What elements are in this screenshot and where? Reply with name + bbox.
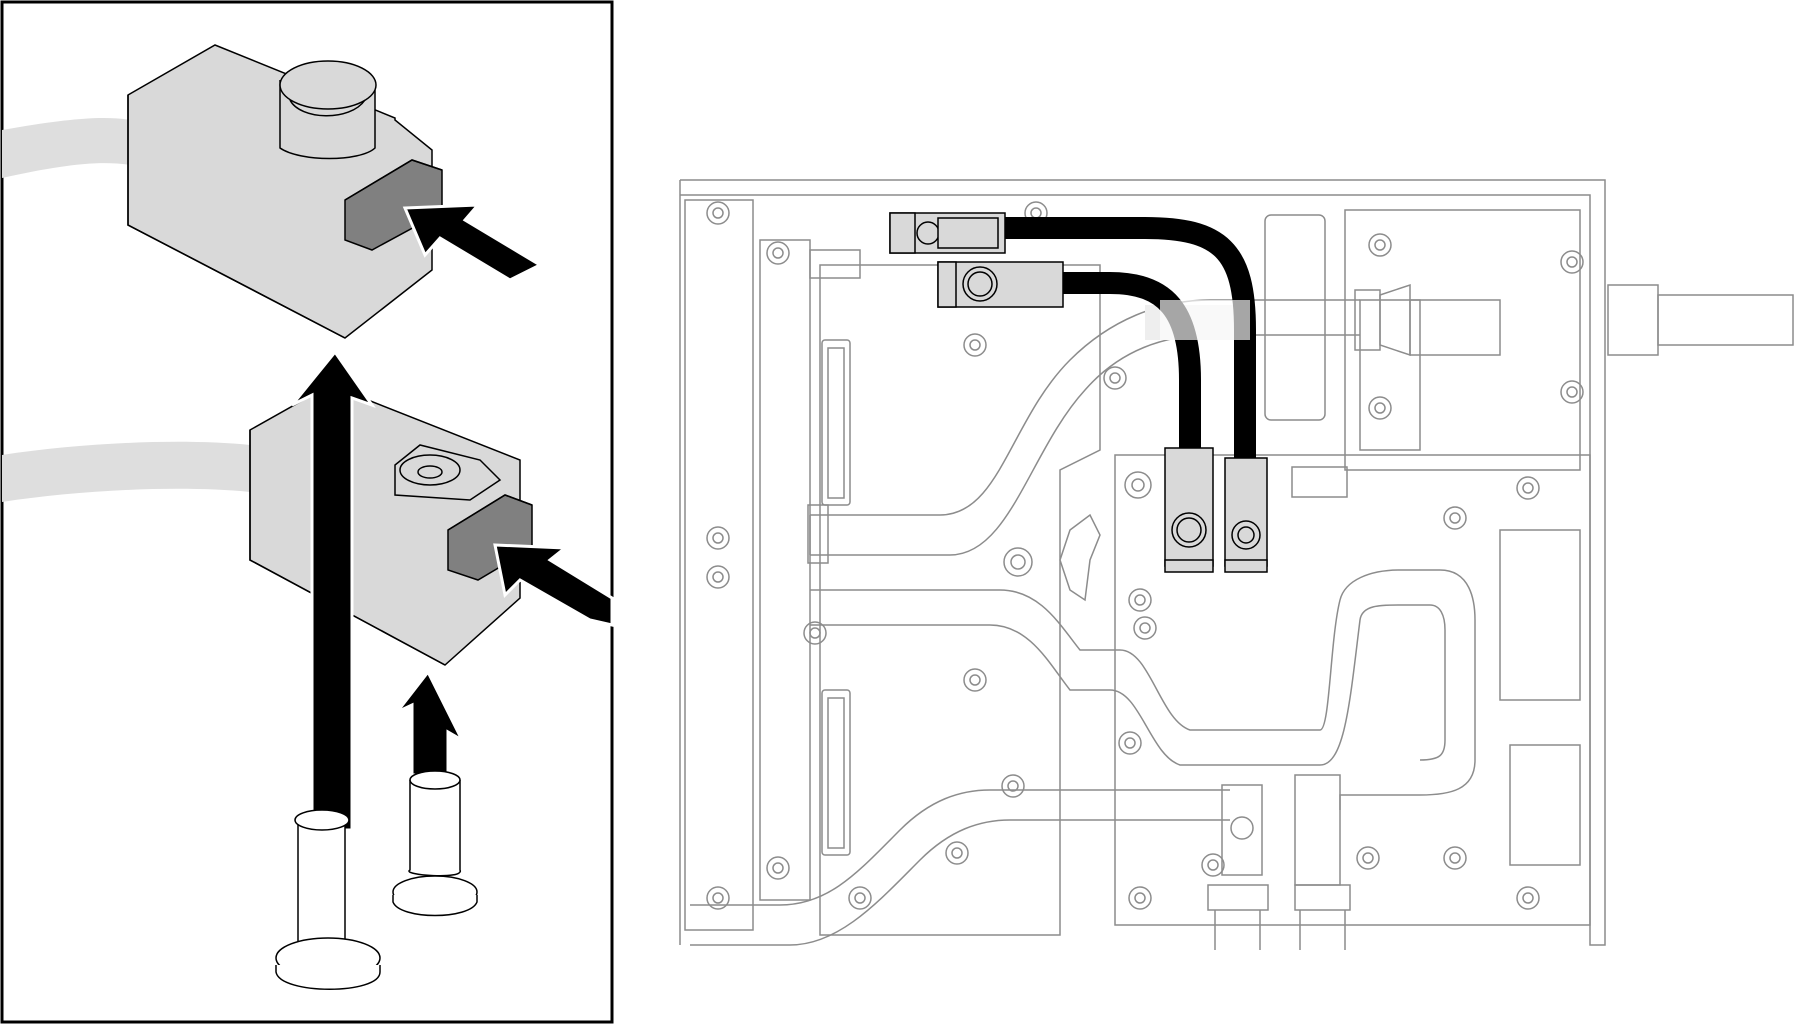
side-connector: [1509, 744, 1581, 866]
board-sensor-connector: [1164, 447, 1214, 573]
knob-icon: [1059, 513, 1101, 602]
screw-group: [706, 201, 1584, 910]
board-overview-panel: [679, 179, 1794, 950]
small-connector: [809, 249, 861, 279]
board-sensor-connector: [1224, 457, 1268, 573]
detail-inset-panel: [0, 0, 614, 1024]
chassis-edge: [680, 179, 1606, 946]
small-fitting: [392, 770, 478, 917]
sensor-cable-group: [1005, 217, 1256, 465]
large-fitting: [275, 809, 381, 990]
lower-hose: [2, 441, 250, 502]
push-arrow-icon: [402, 203, 544, 282]
quick-connect-valve: [1354, 283, 1794, 357]
hose-overlay: [1160, 300, 1250, 340]
push-arrow-icon: [493, 543, 614, 627]
board-sensor-connector: [889, 212, 1006, 254]
board-sensor-connector: [937, 261, 1064, 308]
side-connector: [1499, 529, 1581, 701]
cold-plate-tubing: [690, 299, 1476, 946]
small-component: [1291, 466, 1348, 498]
dimm-slot: [821, 339, 851, 856]
lower-fittings: [1207, 774, 1351, 950]
upper-sensor-connector: [127, 44, 443, 339]
lift-arrow-icon: [290, 349, 376, 832]
lift-arrow-icon: [395, 669, 466, 777]
upper-hose: [2, 118, 130, 178]
